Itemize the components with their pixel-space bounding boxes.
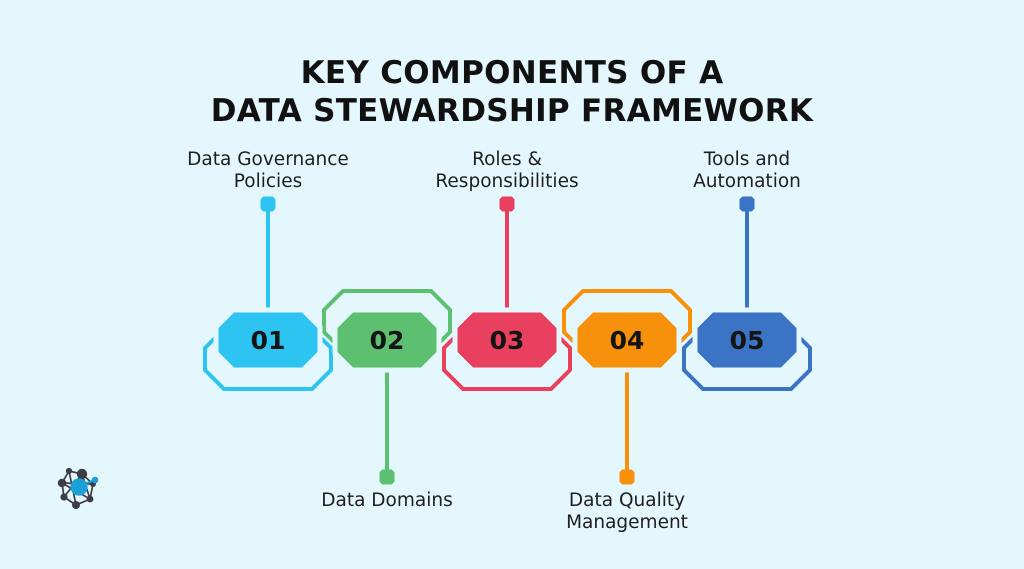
connector-dot-01 bbox=[260, 196, 276, 212]
node-caption-04: Data Quality Management bbox=[566, 490, 688, 533]
connector-dot-05 bbox=[739, 196, 755, 212]
node-number-03[interactable]: 03 bbox=[489, 326, 525, 355]
node-shape-05[interactable] bbox=[692, 307, 802, 373]
connector-stems bbox=[260, 196, 755, 485]
node-shape-01[interactable] bbox=[213, 307, 323, 373]
node-caption-02: Data Domains bbox=[321, 490, 453, 511]
node-shape-03[interactable] bbox=[452, 307, 562, 373]
node-number-04[interactable]: 04 bbox=[609, 326, 645, 355]
node-shape-04[interactable] bbox=[572, 307, 682, 373]
node-shape-02[interactable] bbox=[332, 307, 442, 373]
node-shapes bbox=[213, 307, 802, 373]
connector-dot-04 bbox=[619, 469, 635, 485]
node-number-05[interactable]: 05 bbox=[729, 326, 765, 355]
connector-dot-02 bbox=[379, 469, 395, 485]
node-number-01[interactable]: 01 bbox=[250, 326, 286, 355]
node-caption-01: Data Governance Policies bbox=[187, 149, 349, 192]
node-caption-03: Roles & Responsibilities bbox=[435, 149, 579, 192]
node-caption-05: Tools and Automation bbox=[693, 149, 801, 192]
node-number-02[interactable]: 02 bbox=[369, 326, 405, 355]
connector-dot-03 bbox=[499, 196, 515, 212]
network-nodes-logo-icon bbox=[57, 467, 99, 509]
